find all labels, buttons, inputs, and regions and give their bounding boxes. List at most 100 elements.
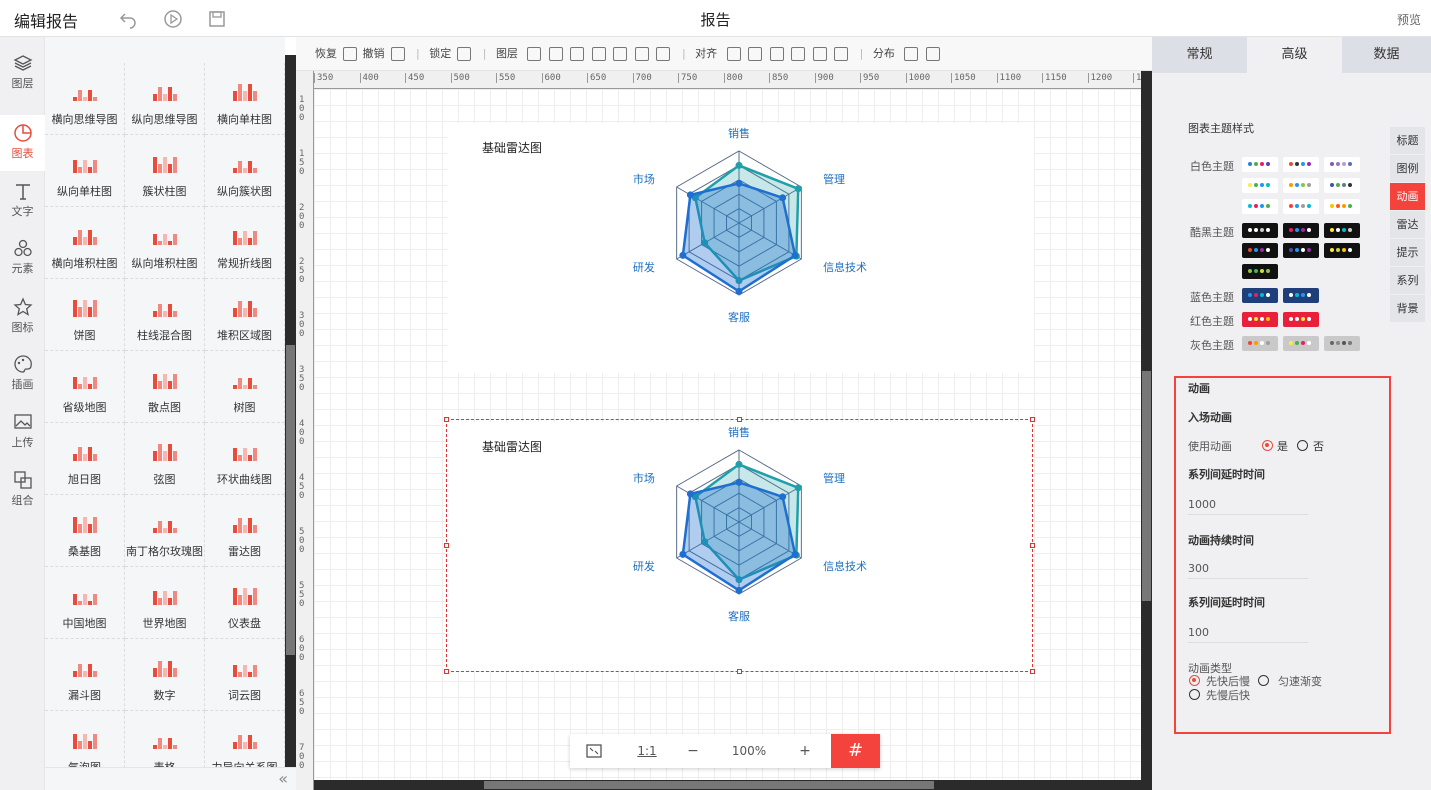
theme-swatch[interactable] <box>1283 312 1319 327</box>
layer-tree-icon[interactable] <box>527 47 542 61</box>
redo-icon[interactable] <box>343 47 357 61</box>
copy-icon[interactable] <box>656 47 671 61</box>
component-item[interactable]: 纵向堆积柱图 <box>125 207 205 279</box>
component-item[interactable]: 仪表盘 <box>205 567 285 639</box>
report-canvas[interactable]: 基础雷达图 销售管理信息技术客服研发市场 基础雷达图 销售管理信息技术客服研发市… <box>314 89 1141 780</box>
canvas-scrollbar-thumb[interactable] <box>484 781 934 789</box>
distribute-h-icon[interactable] <box>904 47 919 61</box>
rail-item-group[interactable]: 组合 <box>0 462 45 518</box>
lock-button[interactable]: 锁定 <box>429 47 452 60</box>
resize-handle[interactable] <box>444 543 449 548</box>
theme-swatch[interactable] <box>1242 223 1278 238</box>
lock-icon[interactable] <box>457 47 472 61</box>
side-tab-series[interactable]: 系列 <box>1390 267 1425 294</box>
component-item[interactable]: 省级地图 <box>45 351 125 423</box>
preview-button[interactable]: 预览 <box>1396 13 1421 27</box>
component-item[interactable]: 纵向单柱图 <box>45 135 125 207</box>
resize-handle[interactable] <box>737 417 742 422</box>
tab-general[interactable]: 常规 <box>1152 37 1247 73</box>
bring-top-icon[interactable] <box>570 47 585 61</box>
bring-up-icon[interactable] <box>548 47 563 61</box>
component-item[interactable]: 漏斗图 <box>45 639 125 711</box>
side-tab-animation[interactable]: 动画 <box>1390 183 1425 210</box>
theme-swatch[interactable] <box>1242 157 1278 172</box>
component-item[interactable]: 世界地图 <box>125 567 205 639</box>
theme-swatch[interactable] <box>1242 288 1278 303</box>
component-item[interactable]: 簇状柱图 <box>125 135 205 207</box>
align-top-icon[interactable] <box>791 47 806 61</box>
radar-chart-2[interactable]: 基础雷达图 销售管理信息技术客服研发市场 <box>448 422 1034 672</box>
easing-fast-slow-radio[interactable] <box>1189 675 1200 686</box>
align-bottom-icon[interactable] <box>834 47 849 61</box>
rail-item-elements[interactable]: 元素 <box>0 230 45 286</box>
easing-slow-fast-radio[interactable] <box>1189 689 1200 700</box>
zoom-in-button[interactable]: + <box>799 743 811 759</box>
series-delay-input-2[interactable]: 100 <box>1188 623 1308 643</box>
align-right-icon[interactable] <box>769 47 784 61</box>
resize-handle[interactable] <box>1030 543 1035 548</box>
resize-handle[interactable] <box>444 669 449 674</box>
theme-swatch[interactable] <box>1324 157 1360 172</box>
theme-swatch[interactable] <box>1242 312 1278 327</box>
rail-item-charts[interactable]: 图表 <box>0 115 45 171</box>
side-tab-title[interactable]: 标题 <box>1390 127 1425 154</box>
component-item[interactable]: 雷达图 <box>205 495 285 567</box>
theme-swatch[interactable] <box>1324 178 1360 193</box>
restore-button[interactable]: 恢复 <box>315 47 337 60</box>
theme-swatch[interactable] <box>1242 199 1278 214</box>
component-item[interactable]: 散点图 <box>125 351 205 423</box>
actual-size-button[interactable]: 1:1 <box>637 744 657 758</box>
resize-handle[interactable] <box>1030 417 1035 422</box>
component-item[interactable]: 横向思维导图 <box>45 63 125 135</box>
selection-box[interactable] <box>444 417 1035 674</box>
rail-item-illustrations[interactable]: 插画 <box>0 346 45 402</box>
distribute-v-icon[interactable] <box>925 47 940 61</box>
fit-screen-button[interactable] <box>570 734 618 768</box>
component-item[interactable]: 旭日图 <box>45 423 125 495</box>
component-item[interactable]: 饼图 <box>45 279 125 351</box>
theme-swatch[interactable] <box>1324 199 1360 214</box>
component-item[interactable]: 树图 <box>205 351 285 423</box>
tab-data[interactable]: 数据 <box>1342 37 1431 73</box>
panel-scrollbar-thumb[interactable] <box>286 345 295 655</box>
theme-swatch[interactable] <box>1283 178 1319 193</box>
radar-chart-1[interactable]: 基础雷达图 销售管理信息技术客服研发市场 <box>448 123 1034 373</box>
undo-icon[interactable] <box>118 9 138 29</box>
collapse-panel-button[interactable]: « <box>45 767 296 790</box>
theme-swatch[interactable] <box>1283 157 1319 172</box>
resize-handle[interactable] <box>737 669 742 674</box>
align-middle-icon[interactable] <box>812 47 827 61</box>
theme-swatch[interactable] <box>1242 243 1278 258</box>
component-item[interactable]: 堆积区域图 <box>205 279 285 351</box>
series-delay-input[interactable]: 1000 <box>1188 495 1308 515</box>
component-item[interactable]: 南丁格尔玫瑰图 <box>125 495 205 567</box>
theme-swatch[interactable] <box>1242 264 1278 279</box>
component-item[interactable]: 桑基图 <box>45 495 125 567</box>
grid-toggle-button[interactable]: # <box>831 734 880 768</box>
easing-linear-radio[interactable] <box>1258 675 1269 686</box>
theme-swatch[interactable] <box>1242 178 1278 193</box>
resize-handle[interactable] <box>1030 669 1035 674</box>
resize-handle[interactable] <box>444 417 449 422</box>
theme-swatch[interactable] <box>1283 336 1319 351</box>
component-item[interactable]: 纵向簇状图 <box>205 135 285 207</box>
side-tab-legend[interactable]: 图例 <box>1390 155 1425 182</box>
theme-swatch[interactable] <box>1283 223 1319 238</box>
duration-input[interactable]: 300 <box>1188 559 1308 579</box>
theme-swatch[interactable] <box>1324 243 1360 258</box>
theme-swatch[interactable] <box>1324 336 1360 351</box>
theme-swatch[interactable] <box>1283 288 1319 303</box>
panel-scrollbar[interactable] <box>285 55 296 790</box>
component-item[interactable]: 柱线混合图 <box>125 279 205 351</box>
theme-swatch[interactable] <box>1283 199 1319 214</box>
side-tab-background[interactable]: 背景 <box>1390 295 1425 322</box>
component-item[interactable]: 横向堆积柱图 <box>45 207 125 279</box>
theme-swatch[interactable] <box>1283 243 1319 258</box>
tab-advanced[interactable]: 高级 <box>1247 37 1342 73</box>
delete-icon[interactable] <box>634 47 649 61</box>
component-item[interactable]: 词云图 <box>205 639 285 711</box>
component-item[interactable]: 环状曲线图 <box>205 423 285 495</box>
component-item[interactable]: 纵向思维导图 <box>125 63 205 135</box>
theme-swatch[interactable] <box>1324 223 1360 238</box>
canvas-scrollbar-thumb[interactable] <box>1142 371 1151 601</box>
